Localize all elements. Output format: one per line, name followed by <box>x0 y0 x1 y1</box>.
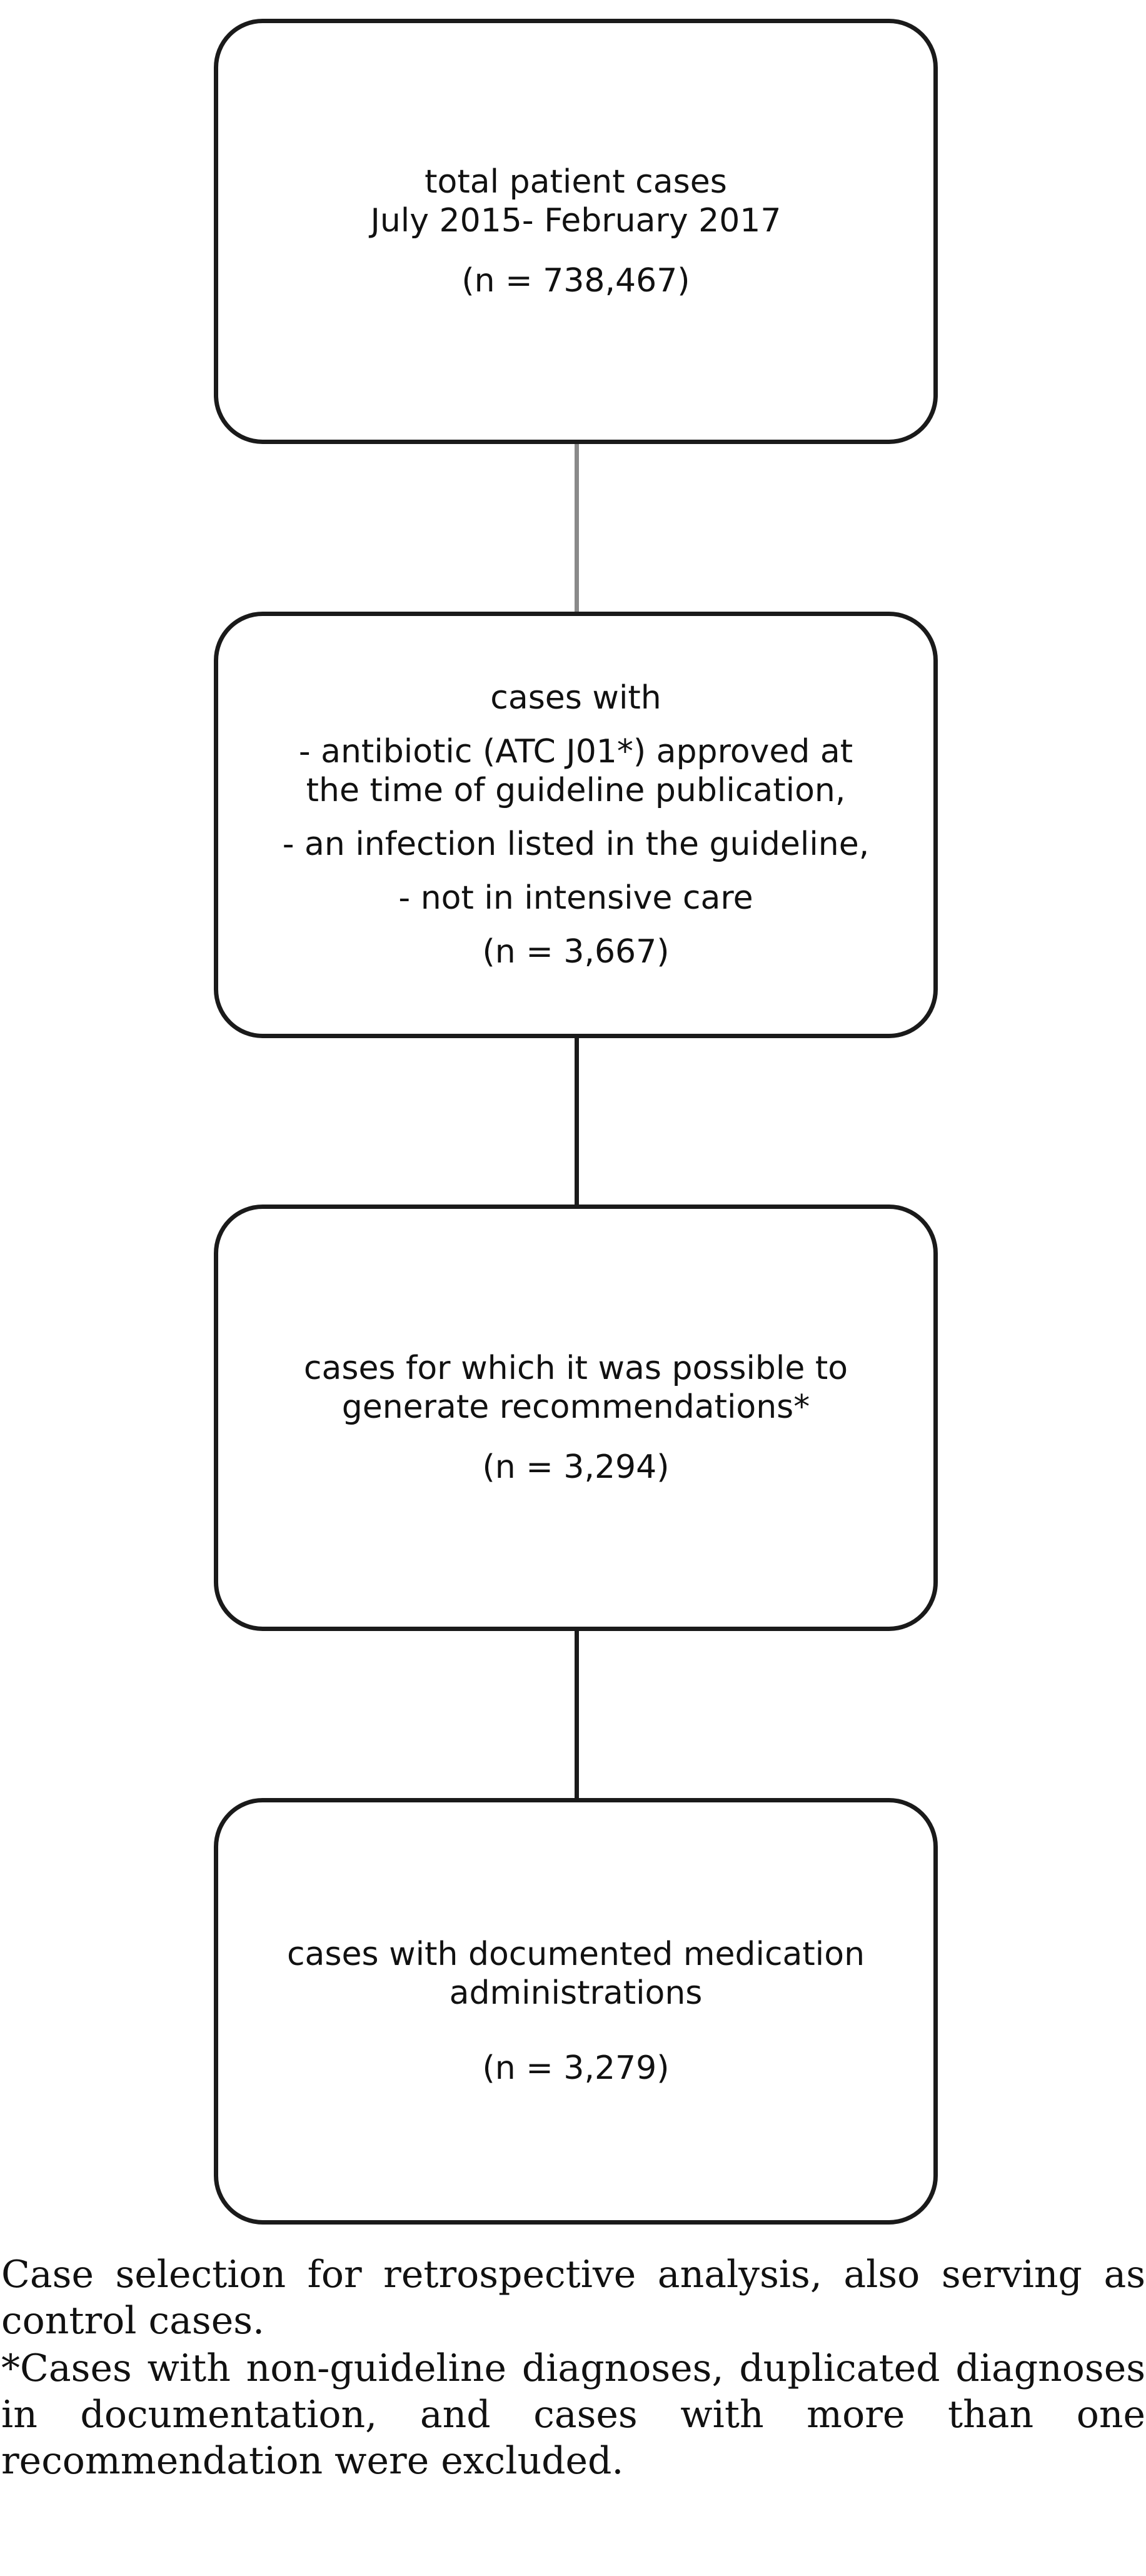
figure-caption: Case selection for retrospective analysi… <box>1 2253 1145 2343</box>
flow-box-medication-cases: cases with documented medication adminis… <box>214 1798 938 2225</box>
flow-box-recommendation-cases: cases for which it was possible to gener… <box>214 1205 938 1631</box>
box-1-line-2: July 2015- February 2017 <box>370 202 782 240</box>
box-2-line-2: - antibiotic (ATC J01*) approved at <box>298 733 853 770</box>
box-4-count: (n = 3,279) <box>482 2049 670 2087</box>
figure-footnote: *Cases with non-guideline diagnoses, dup… <box>1 2346 1145 2483</box>
connector-line-3 <box>575 1631 579 1798</box>
box-2-line-5: - not in intensive care <box>398 879 753 917</box>
box-3-line-1: cases for which it was possible to <box>303 1350 848 1387</box>
box-3-count: (n = 3,294) <box>482 1448 670 1486</box>
box-3-line-2: generate recommendations* <box>341 1388 810 1426</box>
box-2-line-1: cases with <box>490 679 661 717</box>
box-1-count: (n = 738,467) <box>461 262 690 300</box>
box-4-line-1: cases with documented medication <box>286 1936 865 1973</box>
box-1-line-1: total patient cases <box>425 163 727 201</box>
box-4-line-2: administrations <box>449 1974 703 2012</box>
flow-box-antibiotic-cases: cases with - antibiotic (ATC J01*) appro… <box>214 612 938 1038</box>
connector-line-2 <box>575 1038 579 1205</box>
box-2-line-3: the time of guideline publication, <box>306 772 846 809</box>
box-2-line-4: - an infection listed in the guideline, <box>282 826 870 863</box>
connector-line-1 <box>575 444 579 612</box>
flow-box-total-cases: total patient cases July 2015- February … <box>214 19 938 444</box>
box-2-count: (n = 3,667) <box>482 933 670 971</box>
